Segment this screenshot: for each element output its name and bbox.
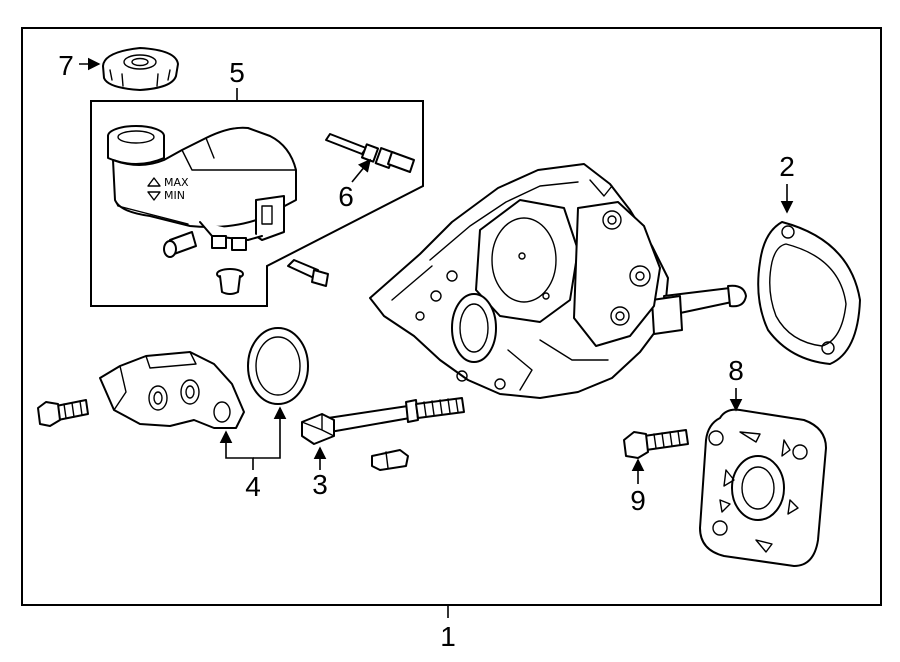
callout-5: 5 [229, 57, 245, 88]
callout-6-leader [351, 158, 372, 183]
callout-2: 2 [779, 151, 795, 182]
assembly-frame [21, 27, 882, 606]
callout-4-leader-bracket [219, 430, 254, 470]
brake-booster-assembly [369, 163, 747, 399]
reservoir-group-box [90, 100, 424, 307]
booster-seal-part [247, 327, 309, 405]
callout-9: 9 [630, 485, 646, 516]
reservoir-max-mark: MAX [164, 176, 189, 189]
fluid-level-sensor-part [325, 133, 415, 173]
reservoir-pin-part [287, 259, 329, 287]
short-bolt-part [37, 399, 89, 427]
reservoir-cap-part [102, 47, 179, 91]
long-bolt-part [301, 397, 465, 445]
callout-8: 8 [728, 355, 744, 386]
spacer-plate-part [699, 408, 827, 567]
booster-gasket-part [757, 221, 861, 365]
callout-7: 7 [58, 50, 74, 81]
reservoir-min-mark: MIN [164, 189, 185, 202]
bolt-clip-part [371, 449, 409, 471]
callout-1: 1 [440, 621, 456, 652]
callout-3: 3 [312, 469, 328, 500]
mounting-bracket-part [99, 351, 245, 429]
callout-6: 6 [338, 181, 354, 212]
callout-4: 4 [245, 471, 261, 502]
booster-bolt-part [623, 429, 689, 459]
brake-fluid-reservoir-part [107, 125, 297, 295]
callout-4-leader-seal [253, 406, 287, 459]
